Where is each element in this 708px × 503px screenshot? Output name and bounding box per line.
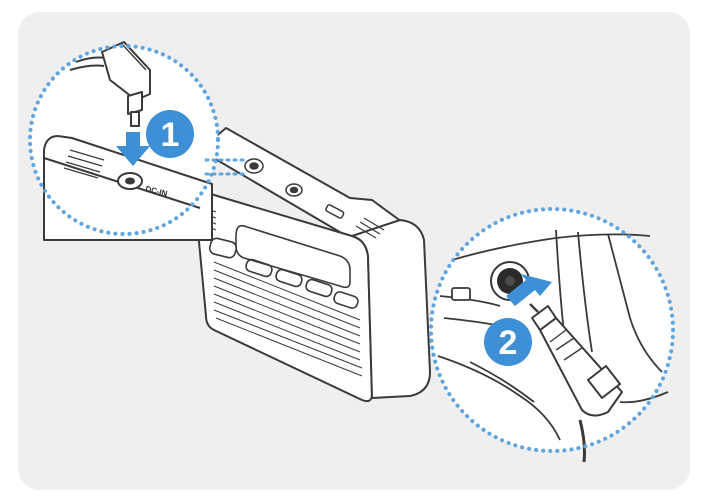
- step-1-badge: [146, 110, 194, 158]
- down-arrow-icon: [116, 132, 150, 166]
- magnifier-power-socket: 2: [429, 207, 675, 463]
- dc-plug-icon: [69, 41, 151, 127]
- right-arrow-icon: [506, 274, 552, 306]
- car-charger-plug-icon: [529, 303, 623, 463]
- magnifier-dc-in: DC-IN 1: [28, 41, 246, 241]
- step-2-number: 2: [499, 324, 518, 362]
- step-2-badge: [484, 318, 532, 366]
- dashcam-front-details: [199, 205, 363, 377]
- step-1-number: 1: [161, 116, 180, 154]
- dashcam-top-ports: [244, 158, 385, 239]
